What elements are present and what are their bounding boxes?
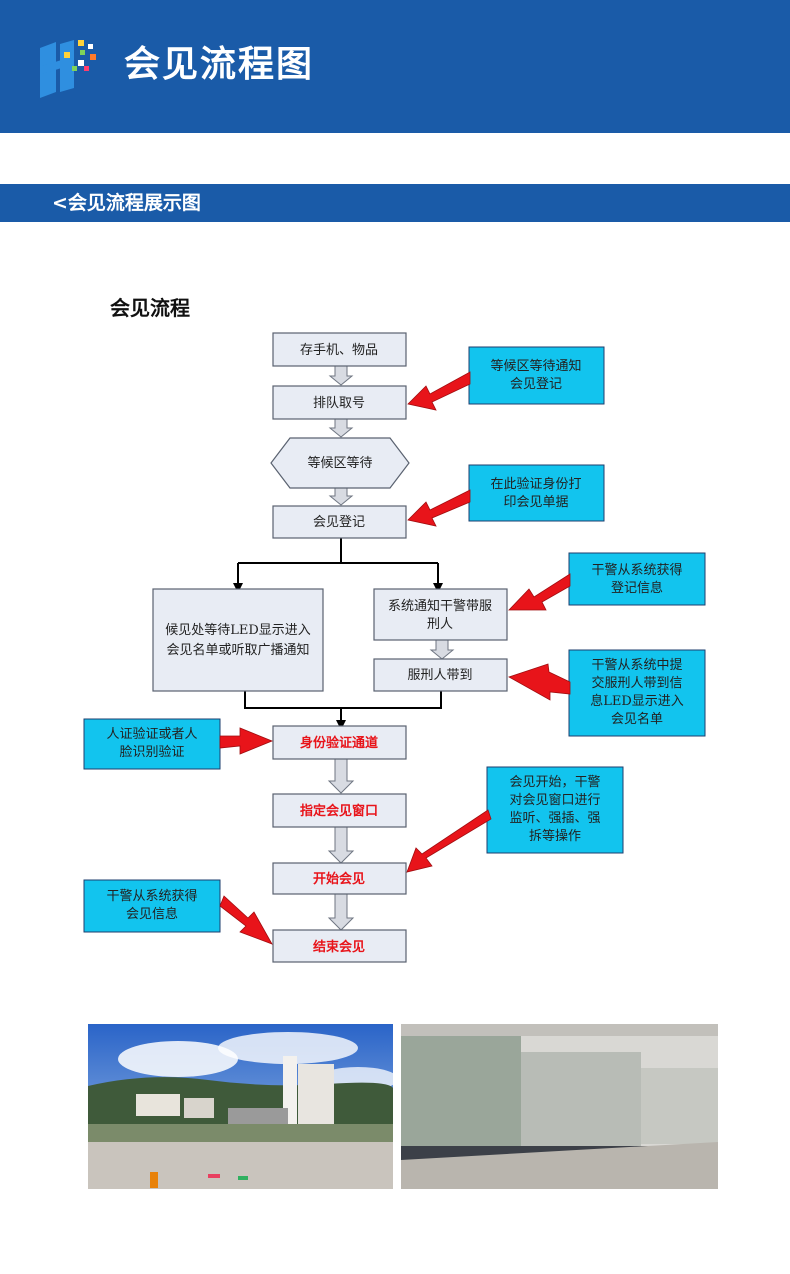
step-led-label-1: 候见处等待LED显示进入 xyxy=(165,622,311,638)
flow-arrow-7 xyxy=(327,893,355,931)
pointer-arrow-guard-info xyxy=(508,573,571,611)
flow-arrow-5 xyxy=(327,758,355,794)
section-bar: <会见流程展示图 xyxy=(0,184,790,222)
flowchart-title: 会见流程 xyxy=(110,296,190,320)
page-title: 会见流程图 xyxy=(124,44,315,85)
step-arrive xyxy=(373,658,508,692)
callout-end-info-line-2: 会见信息 xyxy=(126,906,178,922)
step-led-label-2: 会见名单或听取广播通知 xyxy=(166,642,309,658)
callout-id-check-line-1: 在此验证身份打 xyxy=(490,476,581,492)
step-store xyxy=(272,332,407,367)
step-register xyxy=(272,505,407,539)
callout-guard-led-line-2: 交服刑人带到信 xyxy=(591,675,682,691)
step-store-label: 存手机、物品 xyxy=(300,343,378,358)
pointer-arrow-guard-led xyxy=(508,663,571,701)
callout-monitor-line-3: 监听、强插、强 xyxy=(509,811,600,826)
callout-guard-info-line-2: 登记信息 xyxy=(611,580,663,596)
callout-guard-led-line-4: 会见名单 xyxy=(611,711,663,727)
callout-guard-led-line-3: 息LED显示进入 xyxy=(590,693,684,709)
pointer-arrow-end-info xyxy=(219,895,273,945)
step-wait xyxy=(270,437,410,489)
callout-id-check-line-2: 印会见单据 xyxy=(503,495,568,510)
flow-arrow-3 xyxy=(328,487,354,506)
pointer-arrow-wait-notice xyxy=(407,371,471,411)
step-notify-label-2: 刑人 xyxy=(427,617,453,632)
callout-monitor xyxy=(486,766,624,854)
header-banner: 会见流程图 xyxy=(0,0,790,133)
step-queue xyxy=(272,385,407,420)
step-register-label: 会见登记 xyxy=(313,515,365,530)
step-window xyxy=(272,793,407,828)
callout-wait-notice xyxy=(468,346,605,405)
visiting-room-photo xyxy=(401,1024,718,1189)
step-led xyxy=(152,588,324,692)
section-title: <会见流程展示图 xyxy=(52,192,201,214)
step-end xyxy=(272,929,407,963)
callout-guard-led xyxy=(568,649,706,737)
merge-line xyxy=(244,691,442,723)
step-queue-label: 排队取号 xyxy=(313,396,365,411)
step-notify xyxy=(373,588,508,641)
callout-monitor-line-4: 拆等操作 xyxy=(529,828,581,844)
branch-line xyxy=(237,538,439,586)
callout-end-info-line-1: 干警从系统获得 xyxy=(106,888,197,904)
step-arrive-label: 服刑人带到 xyxy=(407,668,472,683)
callout-face-check xyxy=(83,718,221,770)
flow-arrow-6 xyxy=(327,826,355,864)
callout-guard-led-line-1: 干警从系统中提 xyxy=(591,657,682,673)
callout-face-check-line-1: 人证验证或者人 xyxy=(106,726,197,742)
flow-arrow-4 xyxy=(429,639,455,660)
flowchart: 存手机、物品 排队取号 等候区等待 会见登记 候见处等待LED显示进入 会见名单… xyxy=(83,332,706,963)
callout-wait-notice-line-2: 会见登记 xyxy=(510,377,562,392)
pointer-arrow-id-check xyxy=(407,489,471,527)
step-window-label: 指定会见窗口 xyxy=(300,803,378,819)
callout-monitor-line-1: 会见开始，干警 xyxy=(509,774,600,790)
step-start-label: 开始会见 xyxy=(313,871,365,887)
pointer-arrow-monitor xyxy=(406,809,492,873)
prison-gate-photo xyxy=(88,1024,393,1189)
flow-arrow-1 xyxy=(328,365,354,386)
step-verify xyxy=(272,725,407,760)
callout-id-check xyxy=(468,464,605,522)
step-wait-label: 等候区等待 xyxy=(307,455,372,471)
callout-guard-info-line-1: 干警从系统获得 xyxy=(591,562,682,578)
step-verify-label: 身份验证通道 xyxy=(300,735,378,751)
step-end-label: 结束会见 xyxy=(313,939,365,955)
logo-icon xyxy=(40,40,96,98)
pointer-arrow-face-check xyxy=(219,727,274,755)
step-start xyxy=(272,862,407,895)
step-notify-label-1: 系统通知干警带服 xyxy=(388,598,492,614)
callout-monitor-line-2: 对会见窗口进行 xyxy=(509,792,600,808)
callout-end-info xyxy=(83,879,221,933)
callout-face-check-line-2: 脸识别验证 xyxy=(119,744,184,760)
callout-guard-info xyxy=(568,552,706,606)
callout-wait-notice-line-1: 等候区等待通知 xyxy=(490,358,581,374)
flow-arrow-2 xyxy=(328,418,354,438)
